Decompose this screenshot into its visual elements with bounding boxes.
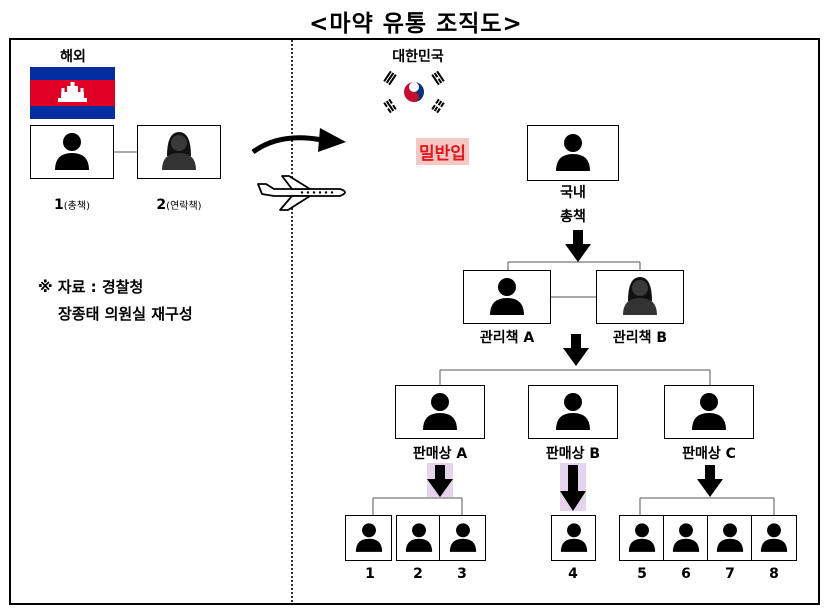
person-icon (490, 278, 524, 315)
cambodia-flag-icon (30, 67, 115, 119)
manager-b-label: 관리책 B (612, 330, 668, 346)
buyer-5-box (619, 515, 665, 561)
person-icon (405, 523, 432, 552)
person-female-icon (623, 277, 657, 315)
person-female-icon (162, 132, 196, 170)
person-icon (556, 134, 590, 171)
person-icon (716, 523, 744, 552)
dealer-c-box (664, 385, 754, 439)
person-icon (55, 133, 89, 170)
buyer-7-label: 7 (725, 566, 735, 582)
buyer-6-label: 6 (681, 566, 691, 582)
overseas-contact-label: 2(연락책) (156, 197, 202, 213)
buyer-8-label: 8 (769, 566, 779, 582)
domestic-chief-box (527, 125, 619, 181)
down-arrow-icon (560, 465, 586, 511)
person-icon (556, 393, 590, 430)
korea-flag-icon (376, 66, 452, 118)
buyer-3-label: 3 (457, 566, 467, 582)
curved-arrow-icon (251, 128, 346, 155)
person-icon (449, 523, 476, 552)
source-line-1: ※ 자료 : 경찰청 (38, 278, 144, 296)
border-divider (291, 40, 293, 602)
down-arrow-icon (697, 465, 723, 497)
buyer-1-box (345, 515, 392, 561)
airplane-icon (257, 175, 346, 211)
manager-b-box (596, 270, 684, 324)
diagram-frame (9, 38, 820, 605)
buyer-4-box (551, 515, 596, 561)
buyer-1-label: 1 (365, 566, 375, 582)
overseas-label: 해외 (60, 49, 86, 65)
person-icon (628, 523, 656, 552)
dealer-a-box (395, 385, 485, 439)
buyer-5-label: 5 (637, 566, 647, 582)
person-icon (672, 523, 700, 552)
manager-a-label: 관리책 A (479, 330, 535, 346)
korea-label: 대한민국 (392, 49, 444, 65)
manager-a-box (463, 270, 551, 324)
buyer-6-box (663, 515, 709, 561)
dealer-a-label: 판매상 A (412, 446, 468, 462)
person-icon (355, 523, 382, 552)
person-icon (760, 523, 788, 552)
buyer-3-box (439, 515, 486, 561)
domestic-chief-label-1: 국내 (560, 185, 586, 201)
buyer-7-box (707, 515, 753, 561)
dealer-c-label: 판매상 C (682, 446, 736, 462)
source-line-2: 장종태 의원실 재구성 (58, 305, 193, 323)
dealer-b-box (528, 385, 618, 439)
person-icon (423, 393, 457, 430)
smuggling-label: 밀반입 (416, 138, 469, 165)
page-title: <마약 유통 조직도> (309, 11, 523, 37)
buyer-8-box (751, 515, 797, 561)
person-icon (560, 523, 587, 552)
buyer-2-label: 2 (413, 566, 423, 582)
person-icon (692, 393, 726, 430)
buyer-4-label: 4 (568, 566, 578, 582)
overseas-contact-box (137, 125, 221, 179)
down-arrow-icon (563, 334, 589, 366)
overseas-chief-box (30, 125, 114, 179)
overseas-chief-label: 1(총책) (54, 197, 90, 213)
down-arrow-icon (565, 230, 591, 262)
dealer-b-label: 판매상 B (545, 446, 601, 462)
down-arrow-icon (427, 465, 453, 497)
buyer-2-box (396, 515, 441, 561)
domestic-chief-label-2: 총책 (560, 209, 586, 225)
